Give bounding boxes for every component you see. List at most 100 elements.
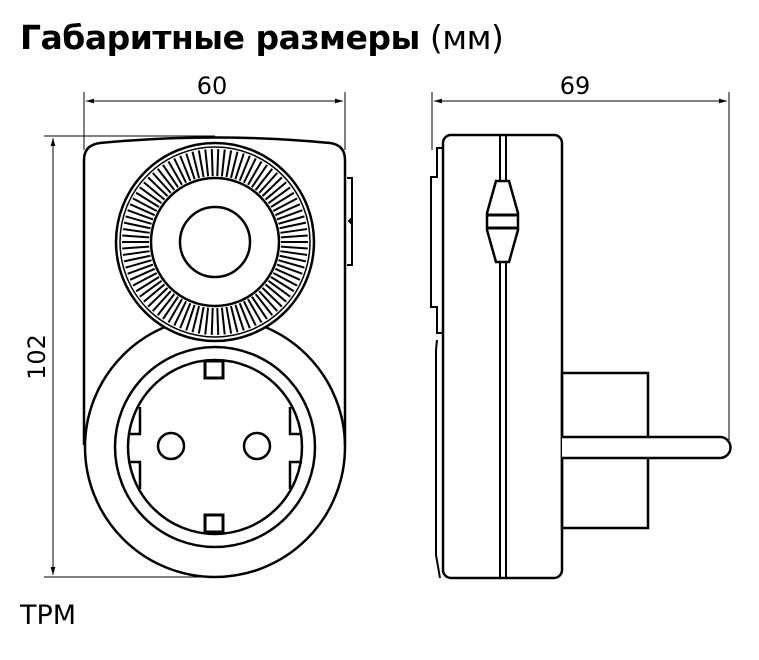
dial-tick bbox=[220, 149, 226, 177]
height-dimension: 102 bbox=[23, 135, 215, 578]
dial-tick bbox=[162, 296, 179, 320]
dial-tick bbox=[247, 298, 263, 324]
dial-tick bbox=[270, 276, 295, 293]
dial-tick bbox=[197, 150, 205, 178]
dial-tick bbox=[272, 197, 298, 212]
dial-tick bbox=[122, 245, 150, 250]
dial-tick bbox=[122, 228, 150, 234]
dial-tick bbox=[280, 250, 308, 256]
dial-tick bbox=[185, 153, 196, 180]
dial-tick bbox=[210, 307, 214, 335]
dial-tick bbox=[204, 307, 210, 335]
dial-tick bbox=[251, 164, 268, 188]
depth-dimension: 69 bbox=[431, 72, 730, 440]
dial-tick bbox=[143, 181, 166, 201]
dial-tick bbox=[167, 160, 183, 186]
dial-tick bbox=[152, 172, 172, 194]
title-unit: (мм) bbox=[429, 18, 504, 57]
dial-tick bbox=[179, 302, 192, 329]
dial-tick bbox=[135, 276, 160, 293]
dial-ticks bbox=[122, 149, 308, 335]
dial-tick bbox=[125, 259, 152, 269]
width-label: 60 bbox=[197, 72, 228, 100]
dial-tick bbox=[276, 209, 303, 221]
dial-tick bbox=[191, 305, 201, 333]
front-view bbox=[82, 136, 353, 579]
dial-tick bbox=[278, 215, 305, 225]
socket-hole-right bbox=[242, 431, 272, 461]
dial-tick bbox=[129, 203, 156, 217]
dial-tick bbox=[264, 283, 287, 303]
dial-tick bbox=[276, 263, 303, 275]
dial-tick bbox=[278, 259, 305, 269]
dial-tick bbox=[264, 181, 287, 201]
dial-tick bbox=[258, 290, 278, 312]
title-text: Габаритные размеры bbox=[20, 18, 420, 57]
dial-tick bbox=[243, 157, 257, 184]
dial-tick bbox=[132, 197, 158, 212]
dial-tick bbox=[279, 254, 307, 263]
dial-tick bbox=[220, 307, 226, 335]
dial-tick bbox=[216, 307, 220, 335]
dial-tick bbox=[123, 221, 151, 230]
ground-clip-top bbox=[203, 359, 225, 380]
dial-tick bbox=[123, 254, 151, 263]
dial-tick bbox=[229, 305, 239, 333]
dial-tick bbox=[254, 168, 274, 191]
dial-tick bbox=[270, 191, 295, 208]
dial-tick bbox=[162, 164, 179, 188]
dial-tick bbox=[143, 283, 166, 303]
dial-tick bbox=[156, 293, 176, 316]
dial-tick bbox=[139, 186, 163, 205]
dial-tick bbox=[225, 150, 233, 178]
page-title: Габаритные размеры (мм) bbox=[20, 18, 504, 57]
dial-tick bbox=[197, 306, 205, 334]
dial-tick bbox=[225, 306, 233, 334]
socket-outer-ring bbox=[83, 315, 347, 579]
dial-center-knob bbox=[178, 205, 252, 279]
model-label: TPM bbox=[20, 600, 77, 631]
dial-tick bbox=[261, 287, 283, 308]
dial-tick bbox=[267, 186, 291, 205]
dial-tick bbox=[258, 172, 278, 194]
dial-tick bbox=[261, 176, 283, 197]
dial-tick bbox=[247, 160, 263, 186]
dial-tick bbox=[129, 267, 156, 281]
dial-tick bbox=[280, 234, 308, 239]
dial-tick bbox=[122, 250, 150, 256]
dial-tick bbox=[204, 149, 210, 177]
ground-clip-bottom bbox=[203, 513, 225, 534]
height-label: 102 bbox=[23, 334, 51, 380]
dial-tick bbox=[147, 176, 169, 197]
dial-tick bbox=[280, 228, 308, 234]
dial-tick bbox=[132, 272, 158, 287]
dial-tick bbox=[251, 296, 268, 320]
dial-tick bbox=[234, 153, 245, 180]
dial-tick bbox=[216, 149, 220, 177]
dial-tick bbox=[191, 151, 201, 179]
socket-hole-left bbox=[156, 431, 186, 461]
dial-tick bbox=[127, 263, 154, 275]
dial-tick bbox=[173, 300, 187, 327]
dial-tick bbox=[167, 298, 183, 324]
dial-tick bbox=[274, 203, 301, 217]
timer-dial bbox=[114, 141, 316, 343]
dial-tick bbox=[238, 155, 251, 182]
dial-tick bbox=[274, 267, 301, 281]
dial-tick bbox=[254, 293, 274, 316]
dial-tick bbox=[185, 304, 196, 331]
dial-tick bbox=[280, 245, 308, 250]
dial-tick bbox=[152, 290, 172, 312]
dial-tick bbox=[179, 155, 192, 182]
dial-tick bbox=[139, 279, 163, 298]
width-dimension: 60 bbox=[83, 72, 346, 150]
dial-tick bbox=[173, 157, 187, 184]
dial-tick bbox=[125, 215, 152, 225]
dial-tick bbox=[135, 191, 160, 208]
depth-label: 69 bbox=[560, 72, 591, 100]
side-switch bbox=[485, 179, 520, 264]
dial-tick bbox=[272, 272, 298, 287]
dial-tick bbox=[229, 151, 239, 179]
dial-tick bbox=[243, 300, 257, 327]
